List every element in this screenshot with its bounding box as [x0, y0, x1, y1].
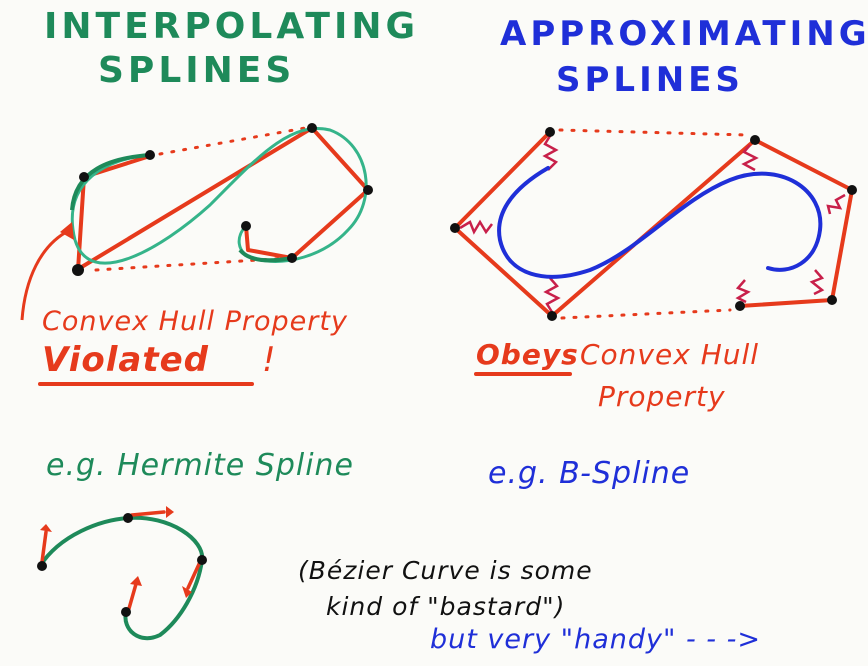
hermite-example-diagram	[37, 506, 207, 641]
bspline-example-label: e.g. B-Spline	[488, 456, 691, 491]
left-dotted-edge-bottom	[94, 256, 292, 272]
hermite-example-label: e.g. Hermite Spline	[46, 448, 354, 483]
left-control-points	[72, 123, 373, 276]
left-dotted-edge-top	[158, 126, 307, 156]
approximating-curve	[497, 166, 823, 279]
right-title-line-1: APPROXIMATING	[500, 14, 868, 54]
right-caption-convex-hull: Convex Hull	[580, 338, 760, 371]
violation-arrowhead	[60, 222, 74, 240]
right-control-points	[450, 127, 857, 321]
left-caption-violated: Violated	[42, 340, 209, 380]
left-title-line-2: SPLINES	[98, 50, 296, 91]
right-dotted-edge-bottom	[560, 308, 732, 320]
right-title-line-2: SPLINES	[556, 60, 744, 100]
left-caption-line-1: Convex Hull Property	[42, 306, 348, 337]
left-caption-exclamation: !	[262, 340, 277, 380]
violation-arrow	[20, 228, 71, 321]
hermite-curve	[38, 515, 205, 641]
approximating-spline-diagram	[450, 127, 857, 321]
bezier-note-line-2: kind of "bastard")	[326, 592, 566, 621]
right-caption-property: Property	[598, 380, 726, 413]
right-dotted-edge-top	[558, 128, 750, 137]
left-hull-diagonal	[78, 126, 370, 270]
right-caption-obeys: Obeys	[476, 338, 579, 371]
spring-links	[459, 135, 846, 313]
interpolating-curve	[70, 127, 368, 265]
hermite-control-points	[37, 513, 207, 617]
bezier-note-line-1: (Bézier Curve is some	[298, 556, 593, 585]
hermite-tangent-arrowheads	[40, 506, 192, 598]
interpolating-curve-dark	[70, 153, 293, 263]
interpolating-spline-diagram	[20, 123, 373, 321]
handy-note: but very "handy" - - ->	[430, 624, 761, 655]
hermite-tangents	[40, 510, 202, 614]
right-control-polygon-top	[453, 130, 854, 318]
left-title-line-1: INTERPOLATING	[44, 6, 420, 47]
